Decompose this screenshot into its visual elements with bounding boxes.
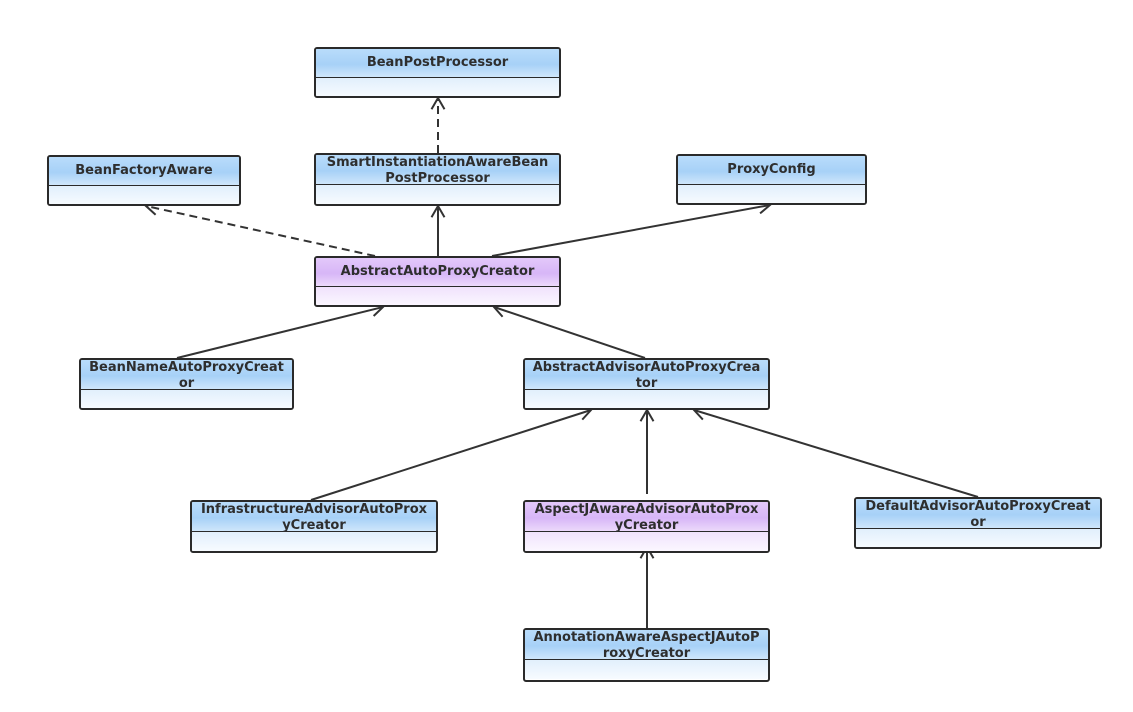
edge-extends <box>639 545 655 628</box>
class-body <box>856 529 1100 547</box>
arrowhead-icon <box>639 407 655 422</box>
class-box-bean-post-processor[interactable]: BeanPostProcessor <box>314 47 561 98</box>
edge-line <box>310 409 592 501</box>
class-name: BeanNameAutoProxyCreator <box>81 360 292 391</box>
edge-extends <box>639 407 655 494</box>
class-box-smart-instantiation-aware-bean-post-processor[interactable]: SmartInstantiationAwareBeanPostProcessor <box>314 153 561 206</box>
class-body <box>316 78 559 96</box>
class-body <box>525 390 768 408</box>
class-body <box>678 185 865 203</box>
class-body <box>316 185 559 204</box>
edge-line <box>176 306 384 359</box>
class-name: InfrastructureAdvisorAutoProxyCreator <box>192 502 436 533</box>
class-body <box>49 186 239 204</box>
class-name: ProxyConfig <box>678 156 865 185</box>
class-name: BeanFactoryAware <box>49 157 239 186</box>
edge-extends <box>310 406 593 501</box>
class-body <box>81 390 292 408</box>
edge-extends <box>692 406 979 498</box>
edge-extends <box>492 303 646 359</box>
class-box-bean-name-auto-proxy-creator[interactable]: BeanNameAutoProxyCreator <box>79 358 294 410</box>
edge-implements <box>430 95 446 153</box>
edge-line <box>493 306 646 359</box>
edge-line <box>145 205 376 257</box>
class-body <box>525 660 768 679</box>
class-box-proxy-config[interactable]: ProxyConfig <box>676 154 867 205</box>
class-name: AbstractAutoProxyCreator <box>316 258 559 287</box>
class-name: SmartInstantiationAwareBeanPostProcessor <box>316 155 559 186</box>
edge-extends <box>430 203 446 256</box>
class-name: DefaultAdvisorAutoProxyCreator <box>856 499 1100 530</box>
class-box-abstract-advisor-auto-proxy-creator[interactable]: AbstractAdvisorAutoProxyCreator <box>523 358 770 410</box>
class-body <box>525 532 768 551</box>
class-box-aspectj-aware-advisor-auto-proxy-creator[interactable]: AspectJAwareAdvisorAutoProxyCreator <box>523 500 770 553</box>
class-name: AspectJAwareAdvisorAutoProxyCreator <box>525 502 768 533</box>
edge-extends <box>491 199 772 257</box>
edge-line <box>491 204 771 257</box>
class-box-infrastructure-advisor-auto-proxy-creator[interactable]: InfrastructureAdvisorAutoProxyCreator <box>190 500 438 553</box>
class-name: AbstractAdvisorAutoProxyCreator <box>525 360 768 391</box>
arrowhead-icon <box>430 95 446 110</box>
class-body <box>316 287 559 305</box>
class-box-default-advisor-auto-proxy-creator[interactable]: DefaultAdvisorAutoProxyCreator <box>854 497 1102 549</box>
class-box-annotation-aware-aspectj-auto-proxy-creator[interactable]: AnnotationAwareAspectJAutoProxyCreator <box>523 628 770 682</box>
class-name: BeanPostProcessor <box>316 49 559 78</box>
class-name: AnnotationAwareAspectJAutoProxyCreator <box>525 630 768 661</box>
class-box-abstract-auto-proxy-creator[interactable]: AbstractAutoProxyCreator <box>314 256 561 307</box>
arrowhead-icon <box>430 203 446 218</box>
edge-line <box>693 409 979 498</box>
class-box-bean-factory-aware[interactable]: BeanFactoryAware <box>47 155 241 206</box>
edge-implements <box>144 201 376 257</box>
edge-extends <box>176 302 385 359</box>
class-body <box>192 532 436 551</box>
